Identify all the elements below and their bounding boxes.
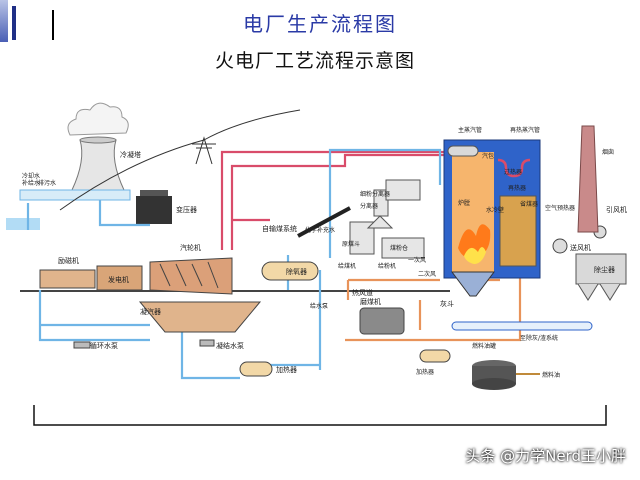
cooling-water-drain-label: 排污水 [38, 179, 56, 187]
deaerator-icon [261, 261, 319, 281]
powder-feeder-label: 给粉机 [378, 262, 396, 270]
deaerator-label: 除氧器 [286, 267, 307, 276]
water-wall-label: 水冷壁 [486, 206, 504, 214]
coal-mill-label: 磨煤机 [360, 297, 381, 306]
coal-conveyor-icon [297, 206, 351, 238]
ash-hopper-icon [451, 271, 495, 297]
cooling-tower-icon [67, 102, 129, 191]
precipitator-icon [575, 253, 627, 301]
water-pipes [26, 148, 540, 380]
cooling-water-in-label: 冷却水 [22, 172, 40, 180]
coal-mill-icon [359, 307, 405, 335]
chimney-icon [577, 125, 599, 233]
coal-powder-bin-label: 煤粉仓 [390, 244, 408, 252]
reheater-label: 再热器 [508, 184, 526, 192]
transformer-label: 变压器 [176, 205, 197, 214]
transmission-tower-icon [59, 109, 301, 211]
bottom-bracket [33, 405, 607, 426]
id-fan-label: 引风机 [606, 205, 627, 214]
ash-conveyor-icon [451, 321, 593, 331]
makeup-water-label: 化学补充水 [305, 226, 335, 234]
cooling-water-add-label: 补给水 [22, 179, 40, 187]
exciter-label: 励磁机 [58, 256, 79, 265]
coal-preparation-icon [349, 179, 425, 259]
superheater-label: 过热器 [504, 168, 522, 176]
drum-icon [447, 145, 479, 157]
decoration-dark-bar [12, 6, 16, 40]
primary-air-label: 一次风 [408, 256, 426, 264]
turbine-icon [149, 257, 233, 295]
page-title: 电厂生产流程图 [243, 12, 397, 36]
ash-hopper-label: 灰斗 [440, 299, 454, 308]
condenser-icon [138, 301, 262, 333]
economizer-label: 省煤器 [520, 200, 538, 208]
circ-pump-label: 循环水泵 [90, 341, 118, 350]
separator-label: 分离器 [360, 202, 378, 210]
reheat-steam-label: 再热蒸汽管 [510, 126, 540, 134]
precipitator-label: 除尘器 [594, 265, 615, 274]
cooling-basin [19, 189, 131, 201]
fd-fan-icon [552, 238, 568, 254]
turbine-label: 汽轮机 [180, 243, 201, 252]
feedwater-pump-label: 给水泵 [310, 302, 328, 310]
air-preheater-label: 空气预热器 [545, 204, 575, 212]
hot-air-label: 热风道 [352, 288, 373, 297]
fuel-oil-label: 燃料油 [542, 371, 560, 379]
decoration-gradient-bar [0, 0, 8, 42]
circ-pump-icon [73, 341, 91, 349]
generator-label: 发电机 [108, 275, 129, 284]
condensate-pump-label: 凝结水泵 [216, 341, 244, 350]
superheater-coil [497, 158, 531, 178]
oil-heater-icon [419, 349, 451, 363]
coal-conveyor-label: 自输煤系统 [262, 224, 297, 233]
drum-label: 汽包 [482, 152, 494, 160]
fuel-tank-label: 燃料油罐 [472, 342, 496, 350]
lp-heater-label: 加热器 [276, 365, 297, 374]
ash-system-label: 至除灰/渣系统 [520, 334, 558, 342]
decoration-thin-bar [52, 10, 54, 40]
oil-heater-label: 加热器 [416, 368, 434, 376]
cooling-tower-label: 冷凝塔 [120, 150, 141, 159]
water-source [6, 218, 40, 230]
boiler-icon [443, 139, 541, 297]
coal-bunker-label: 原煤斗 [342, 240, 360, 248]
transformer-icon [136, 190, 172, 224]
fine-separator-label: 细粉分离器 [360, 190, 390, 198]
feeder-label: 给煤机 [338, 262, 356, 270]
lp-heater-icon [239, 361, 273, 377]
diagram-subtitle: 火电厂工艺流程示意图 [215, 50, 416, 72]
fd-fan-label: 送风机 [570, 243, 591, 252]
ground-line [20, 290, 450, 292]
generator-icon [96, 265, 143, 291]
economizer-icon [499, 195, 537, 267]
condensate-pump-icon [199, 339, 215, 347]
chimney-label: 烟囱 [602, 148, 614, 156]
watermark: 头条 @力学Nerd王小胖 [465, 447, 626, 465]
main-steam-label: 主蒸汽管 [458, 126, 482, 134]
steam-pipes [220, 150, 454, 250]
secondary-air-label: 二次风 [418, 270, 436, 278]
condenser-label: 凝汽器 [140, 307, 161, 316]
exciter-icon [39, 269, 96, 289]
furnace-label: 炉膛 [458, 199, 470, 207]
